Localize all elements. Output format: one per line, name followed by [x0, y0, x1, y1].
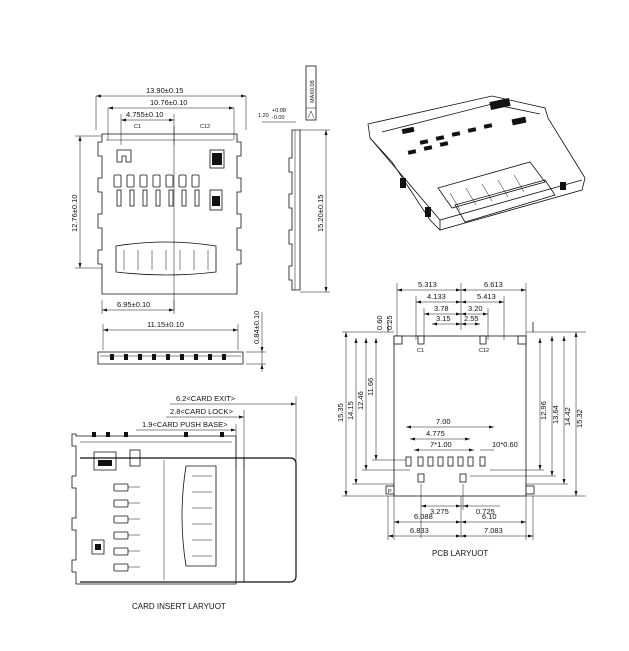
pcb-dim-mid-1: 4.775 [426, 429, 445, 438]
pcb-dim-bottom-4: 6.833 [410, 526, 429, 535]
pcb-dim-bottom-0: 3.275 [430, 507, 449, 516]
pcb-dim-top-2: 4.133 [427, 292, 446, 301]
dim-front-width: 11.15±0.10 [147, 320, 184, 329]
flatness-label: MAX0.08 [310, 80, 316, 103]
pcb-c1-label: C1 [417, 348, 424, 354]
pcb-signal-pads [405, 456, 486, 467]
front-view: 11.15±0.10 0.84±0.10 [97, 311, 266, 372]
pcb-dim-left-3: 14.15 [346, 401, 355, 420]
c12-label: C12 [200, 124, 210, 130]
pcb-dim-top-4: 3.78 [434, 304, 449, 313]
top-view: 13.90±0.15 10.76±0.10 4.755±0.10 C1 C12 … [70, 86, 247, 314]
card-exit-label: 6.2<CARD EXIT> [176, 394, 236, 403]
thickness-value: 1.20 [258, 113, 269, 119]
pcb-dim-mid-3: 10*0.60 [492, 440, 518, 449]
thickness-tol-minus: -0.00 [272, 115, 285, 121]
pcb-dim-top-5: 3.20 [468, 304, 483, 313]
pcb-dim-left-0: 0.60 [375, 315, 384, 330]
pcb-dim-left-4: 12.46 [356, 391, 365, 410]
pcb-dim-bottom-1: 0.725 [476, 507, 495, 516]
c1-label: C1 [134, 124, 141, 130]
dim-overall-width: 13.90±0.15 [146, 86, 183, 95]
card-lock-label: 2.8<CARD LOCK> [170, 407, 234, 416]
dim-offset: 4.755±0.10 [126, 110, 163, 119]
pcb-dim-top-6: 3.15 [436, 314, 451, 323]
card-insert-view: 6.2<CARD EXIT> 2.8<CARD LOCK> 1.9<CARD P… [71, 394, 297, 611]
pcb-dim-right-1: 13.64 [551, 405, 560, 424]
insert-contacts [113, 483, 140, 572]
pcb-p-label: P [388, 489, 392, 495]
card-insert-caption: CARD INSERT LARYUOT [132, 602, 226, 611]
top-contacts [113, 174, 200, 207]
dim-length: 15.20±0.15 [316, 195, 325, 232]
pcb-dim-mid-2: 7*1.00 [430, 440, 452, 449]
side-view: MAX0.08 1.20 +0.08 -0.00 15.20±0.15 [258, 65, 330, 293]
pcb-dim-top-1: 6.613 [484, 280, 503, 289]
pcb-c12-label: C12 [479, 348, 489, 354]
isometric-view [367, 95, 586, 231]
pcb-layout: 5.313 6.613 4.133 5.413 3.78 3.20 3.15 2… [336, 280, 586, 558]
dim-height: 12.76±0.10 [70, 195, 79, 232]
pcb-dim-mid-0: 7.00 [436, 417, 451, 426]
pcb-dim-bottom-5: 7.083 [484, 526, 503, 535]
pcb-dim-bottom-3: 6.10 [482, 512, 497, 521]
pcb-dim-top-7: 2.55 [464, 314, 479, 323]
dim-inner-width: 10.76±0.10 [150, 98, 187, 107]
pcb-dim-right-2: 14.42 [563, 407, 572, 426]
pcb-dim-bottom-2: 6.088 [414, 512, 433, 521]
thickness-tol-plus: +0.08 [272, 108, 286, 114]
pcb-dim-left-2: 15.35 [336, 403, 345, 422]
pcb-dim-left-1: 0.25 [385, 315, 394, 330]
pcb-dim-top-3: 5.413 [477, 292, 496, 301]
dim-bottom: 6.95±0.10 [117, 300, 150, 309]
pcb-dim-top-0: 5.313 [418, 280, 437, 289]
pcb-dim-right-3: 15.32 [575, 409, 584, 428]
pcb-caption: PCB LARYUOT [432, 549, 488, 558]
pcb-dim-left-5: 11.66 [366, 378, 375, 396]
card-push-label: 1.9<CARD PUSH BASE> [142, 420, 228, 429]
dim-front-height: 0.84±0.10 [252, 311, 261, 344]
pcb-dim-right-0: 12.96 [539, 401, 548, 420]
